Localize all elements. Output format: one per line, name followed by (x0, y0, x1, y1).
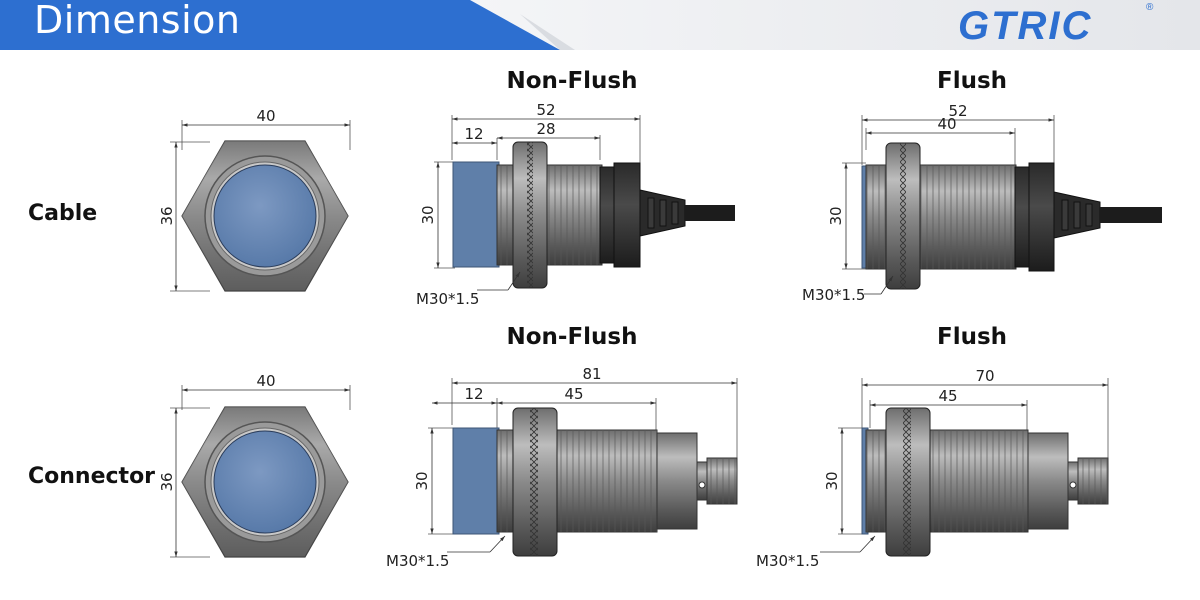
cnf-cap: 12 (464, 125, 483, 143)
cnf2-overall: 70 (975, 367, 994, 385)
connector-nonflush-drawing: 81 12 45 30 M30*1.5 (386, 365, 738, 570)
registered-mark: ® (1146, 2, 1154, 13)
brand-logo: GTRIC (958, 4, 1093, 48)
cable-flush-drawing: 52 40 30 M30*1.5 (802, 102, 1162, 304)
header-banner: Dimension GTRIC ® (0, 0, 1200, 50)
connector-flush-title: Flush (936, 324, 1008, 350)
cnnf-overall: 81 (582, 365, 601, 383)
cnf-thread: 28 (536, 120, 555, 138)
front-connector-width: 40 (256, 372, 275, 390)
cnnf-cap: 12 (464, 385, 483, 403)
connector-flush-drawing: 70 45 30 M30*1.5 (756, 367, 1109, 570)
banner-shape (0, 0, 1200, 50)
connector-nonflush-title: Non-Flush (506, 324, 638, 350)
cnf-diameter: 30 (419, 205, 437, 224)
front-connector-height: 36 (158, 472, 176, 491)
cable-flush-title: Flush (936, 68, 1008, 94)
cable-nonflush-title: Non-Flush (506, 68, 638, 94)
page-title: Dimension (34, 0, 241, 42)
front-view-cable: 40 36 (158, 107, 351, 292)
cf-overall: 52 (948, 102, 967, 120)
front-cable-height: 36 (158, 206, 176, 225)
row-label-cable: Cable (28, 201, 98, 226)
cnf-overall: 52 (536, 101, 555, 119)
cnnf-diameter: 30 (413, 471, 431, 490)
cnnf-thread: 45 (564, 385, 583, 403)
front-view-connector: 40 36 (158, 372, 351, 558)
front-cable-width: 40 (256, 107, 275, 125)
cf-thread: 40 (937, 115, 956, 133)
row-label-connector: Connector (28, 464, 156, 489)
cf-diameter: 30 (827, 206, 845, 225)
cnf2-thread: 45 (938, 387, 957, 405)
cnnf-thread-spec: M30*1.5 (386, 552, 449, 570)
cnf2-thread-spec: M30*1.5 (756, 552, 819, 570)
cnf-thread-spec: M30*1.5 (416, 290, 479, 308)
cf-thread-spec: M30*1.5 (802, 286, 865, 304)
cable-nonflush-drawing: 52 12 28 30 M30*1.5 (416, 101, 735, 308)
cnf2-diameter: 30 (823, 471, 841, 490)
